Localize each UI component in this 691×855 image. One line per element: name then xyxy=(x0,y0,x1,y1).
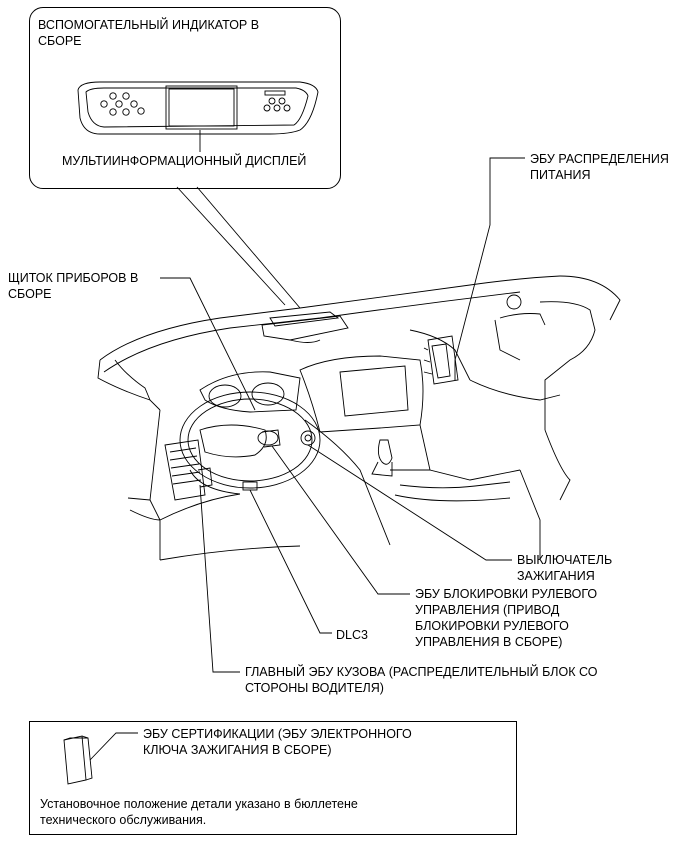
label-certification-ecu: ЭБУ СЕРТИФИКАЦИИ (ЭБУ ЭЛЕКТРОННОГО КЛЮЧА… xyxy=(143,727,412,757)
leader-certification-ecu xyxy=(89,732,138,761)
center-console xyxy=(299,355,521,546)
steering-lock-ecu-part xyxy=(257,429,281,448)
dashboard-outline xyxy=(97,275,621,561)
ignition-switch-part xyxy=(300,430,316,446)
callout-title: ВСПОМОГАТЕЛЬНЫЙ ИНДИКАТОР В СБОРЕ xyxy=(38,18,260,48)
accessory-meter-panel xyxy=(77,81,319,135)
main-body-ecu xyxy=(164,439,213,501)
steering-wheel xyxy=(179,391,321,495)
combination-meter xyxy=(199,371,301,413)
leader-ignition-switch xyxy=(307,444,512,561)
leader-steering-lock xyxy=(271,445,410,595)
note-text: Установочное положение детали указано в … xyxy=(40,797,358,827)
power-distribution-ecu xyxy=(423,335,459,385)
label-steering-lock-ecu: ЭБУ БЛОКИРОВКИ РУЛЕВОГО УПРАВЛЕНИЯ (ПРИВ… xyxy=(415,587,598,649)
accessory-meter-on-dash xyxy=(261,311,349,343)
label-combination-meter: ЩИТОК ПРИБОРОВ В СБОРЕ xyxy=(8,271,139,301)
certification-ecu-part xyxy=(63,735,93,785)
label-power-distribution-ecu: ЭБУ РАСПРЕДЕЛЕНИЯ ПИТАНИЯ xyxy=(530,152,669,182)
leader-dlc3 xyxy=(249,489,332,634)
label-main-body-ecu: ГЛАВНЫЙ ЭБУ КУЗОВА (РАСПРЕДЕЛИТЕЛЬНЫЙ БЛ… xyxy=(245,665,598,695)
leader-main-body-ecu xyxy=(199,484,240,673)
leader-combination-meter xyxy=(160,277,256,411)
leader-power-ecu xyxy=(454,157,525,380)
note-box xyxy=(29,721,517,835)
callout-box-accessory-meter xyxy=(29,7,341,189)
callout-pointer xyxy=(176,186,301,309)
label-ignition-switch: ВЫКЛЮЧАТЕЛЬ ЗАЖИГАНИЯ xyxy=(517,553,613,583)
dlc3-connector xyxy=(242,481,258,491)
multi-display-label: МУЛЬТИИНФОРМАЦИОННЫЙ ДИСПЛЕЙ xyxy=(62,154,307,168)
label-dlc3: DLC3 xyxy=(336,628,368,642)
